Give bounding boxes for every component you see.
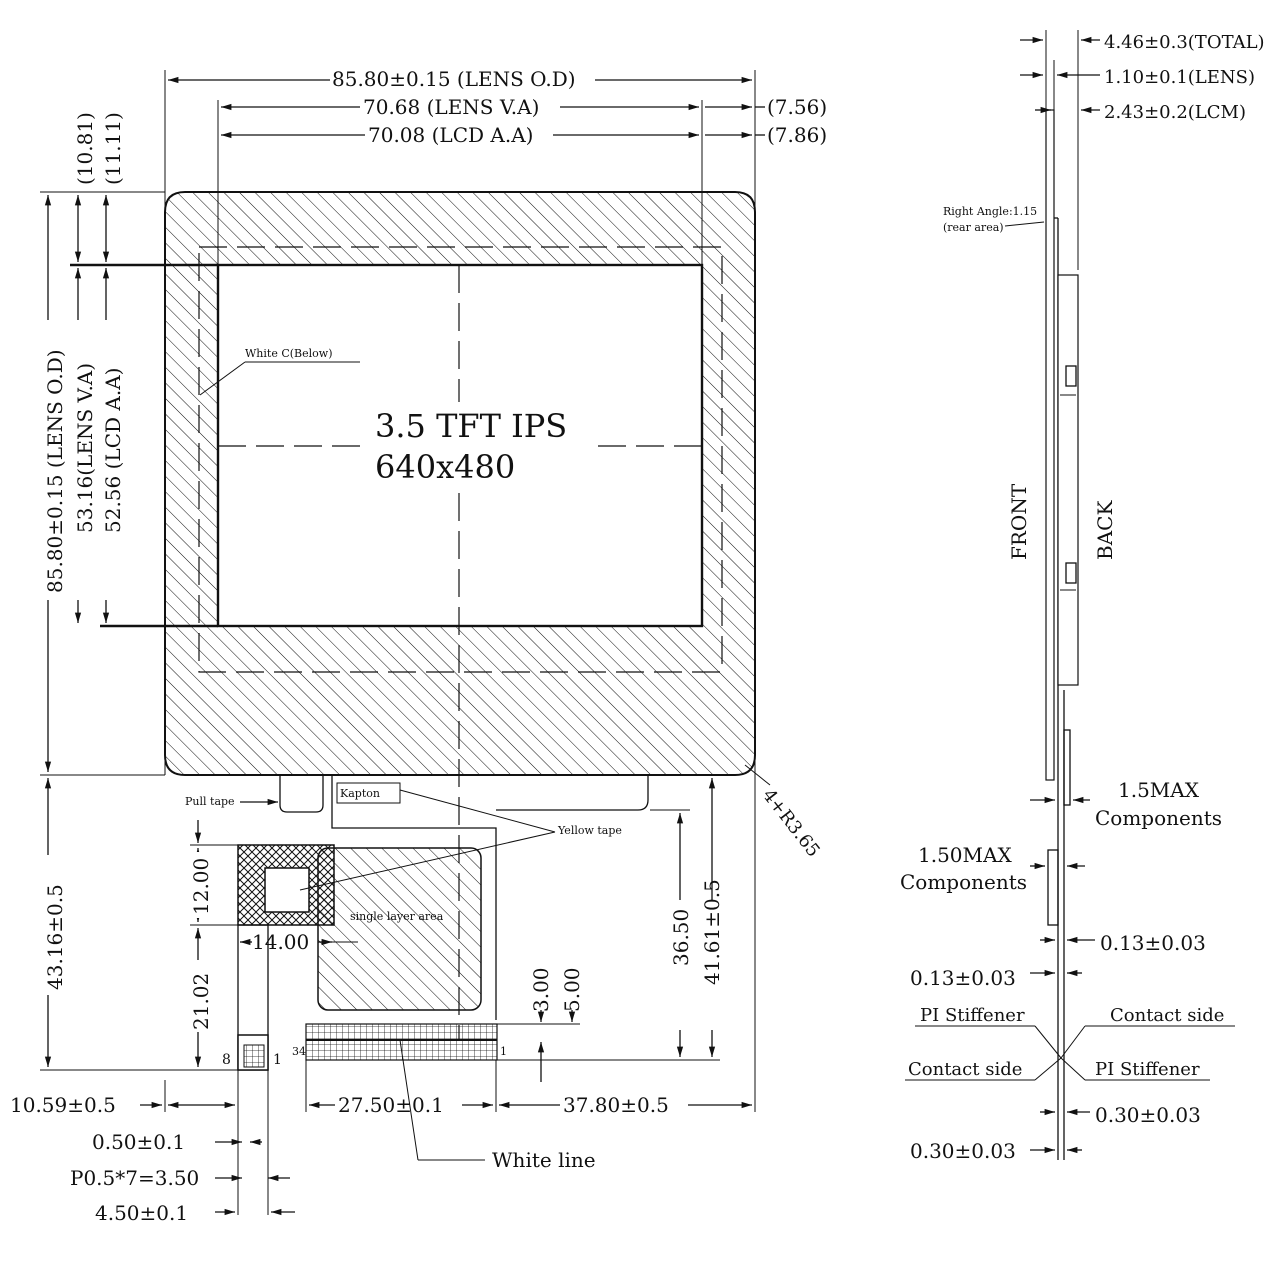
fpc-pins-34 (305, 1023, 498, 1061)
comp2-components: Components (900, 870, 1027, 894)
dim-1200: 12.00 (189, 858, 213, 915)
contact-side-right: Contact side (1110, 1005, 1224, 1026)
dim-300: 3.00 (529, 967, 553, 1012)
dim-4161: 41.61±0.5 (700, 879, 724, 985)
dim-500: 5.00 (560, 967, 584, 1012)
side-lcm: 2.43±0.2(LCM) (1104, 102, 1246, 123)
dim-1400: 14.00 (252, 930, 309, 954)
dim-4316: 43.16±0.5 (43, 884, 67, 990)
thick-013-a: 0.13±0.03 (1100, 931, 1206, 955)
dim-lens-od-vertical: 85.80±0.15 (LENS O.D) (43, 349, 67, 593)
pi-stiffener-right: PI Stiffener (1095, 1059, 1200, 1080)
dim-450: 4.50±0.1 (95, 1201, 188, 1225)
dim-lens-va-horizontal: 70.68 (LENS V.A) (363, 95, 539, 119)
comp2-max: 1.50MAX (918, 843, 1012, 867)
white-line-label: White line (492, 1148, 596, 1172)
yellow-tape-label: Yellow tape (557, 824, 622, 837)
fpc-pins-8 (243, 1044, 265, 1068)
thick-030-b: 0.30±0.03 (910, 1139, 1016, 1163)
pin-8-label: 8 (222, 1052, 231, 1068)
pin-1-label: 1 (273, 1052, 282, 1068)
dim-2750: 27.50±0.1 (338, 1093, 444, 1117)
thick-013-b: 0.13±0.03 (910, 966, 1016, 990)
back-label: BACK (1093, 500, 1117, 560)
dim-1059: 10.59±0.5 (10, 1093, 116, 1117)
dim-3650: 36.50 (669, 909, 693, 966)
comp1-components: Components (1095, 806, 1222, 830)
side-total: 4.46±0.3(TOTAL) (1104, 32, 1265, 53)
dim-3780: 37.80±0.5 (563, 1093, 669, 1117)
comp1-max: 1.5MAX (1118, 778, 1200, 802)
lcm-layer (1057, 274, 1079, 686)
single-layer-label: single layer area (350, 910, 444, 923)
pin-34-label: 34 (292, 1045, 306, 1058)
rear-area-label: (rear area) (943, 221, 1004, 234)
dim-756: (7.56) (767, 95, 827, 119)
radius-label: 4+R3.65 (758, 785, 824, 861)
side-lens: 1.10±0.1(LENS) (1104, 67, 1255, 88)
side-view: 4.46±0.3(TOTAL) 1.10±0.1(LENS) 2.43±0.2(… (900, 30, 1265, 1163)
kapton-label: Kapton (340, 787, 380, 800)
thick-030-a: 0.30±0.03 (1095, 1103, 1201, 1127)
right-angle-label: Right Angle:1.15 (943, 205, 1037, 218)
dim-1081: (10.81) (73, 112, 97, 185)
front-label: FRONT (1007, 483, 1031, 560)
dim-lens-va-vertical: 53.16(LENS V.A) (73, 363, 97, 533)
dim-1111: (11.11) (101, 112, 125, 185)
lcd-outline-dashed (198, 246, 723, 673)
dim-786: (7.86) (767, 123, 827, 147)
dim-pitch: P0.5*7=3.50 (70, 1166, 199, 1190)
lens-layer (1045, 109, 1055, 781)
contact-side-left: Contact side (908, 1059, 1022, 1080)
dim-lcd-aa-horizontal: 70.08 (LCD A.A) (368, 123, 533, 147)
panel-title: 3.5 TFT IPS (375, 407, 567, 445)
dim-lens-od-horizontal: 85.80±0.15 (LENS O.D) (332, 67, 576, 91)
pin-1b-label: 1 (500, 1045, 507, 1058)
pull-tape-label: Pull tape (185, 795, 235, 808)
dim-lcd-aa-vertical: 52.56 (LCD A.A) (101, 368, 125, 533)
dim-050: 0.50±0.1 (92, 1130, 185, 1154)
fpc-tail: 8 1 34 1 (222, 775, 649, 1071)
front-view: 3.5 TFT IPS 640x480 White C(Below) 85.80… (10, 67, 827, 1225)
white-c-label: White C(Below) (245, 347, 332, 360)
pi-stiffener-left: PI Stiffener (920, 1005, 1025, 1026)
dim-2102: 21.02 (189, 973, 213, 1030)
single-layer-area (317, 847, 482, 1011)
panel-resolution: 640x480 (375, 448, 515, 486)
